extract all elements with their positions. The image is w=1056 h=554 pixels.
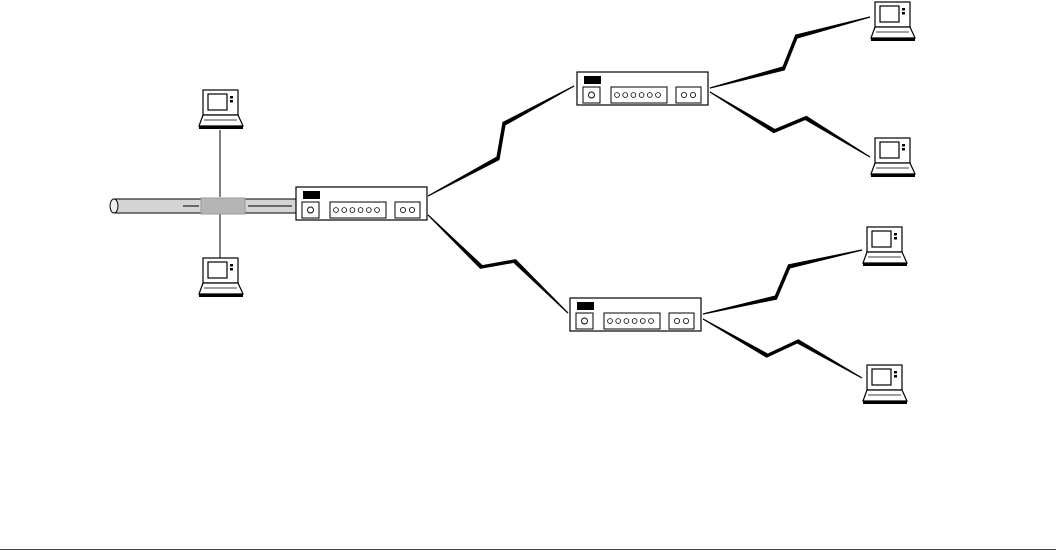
lan-laptop-bottom-icon <box>199 258 243 297</box>
remote-laptop-4-icon <box>863 365 907 404</box>
wireless-link-central-upper <box>428 86 574 196</box>
remote-laptop-3-icon <box>863 227 907 266</box>
wireless-link-lower-laptop-4 <box>703 319 862 378</box>
remote-laptop-2-icon <box>871 138 915 177</box>
wired-lan <box>110 130 296 260</box>
ethernet-bus-cable <box>110 198 296 214</box>
wireless-link-upper-laptop-2 <box>710 92 870 157</box>
bottom-rule <box>0 549 1056 550</box>
central-router-icon <box>296 187 427 220</box>
router-lower-icon <box>570 298 701 331</box>
router-upper-icon <box>577 72 708 105</box>
wireless-link-upper-laptop-1 <box>710 17 870 88</box>
wireless-link-central-lower <box>428 215 568 313</box>
wireless-link-lower-laptop-3 <box>703 250 862 314</box>
remote-laptop-1-icon <box>871 2 915 41</box>
bus-tap <box>201 198 245 214</box>
devices <box>199 2 915 404</box>
lan-laptop-top-icon <box>199 90 243 129</box>
